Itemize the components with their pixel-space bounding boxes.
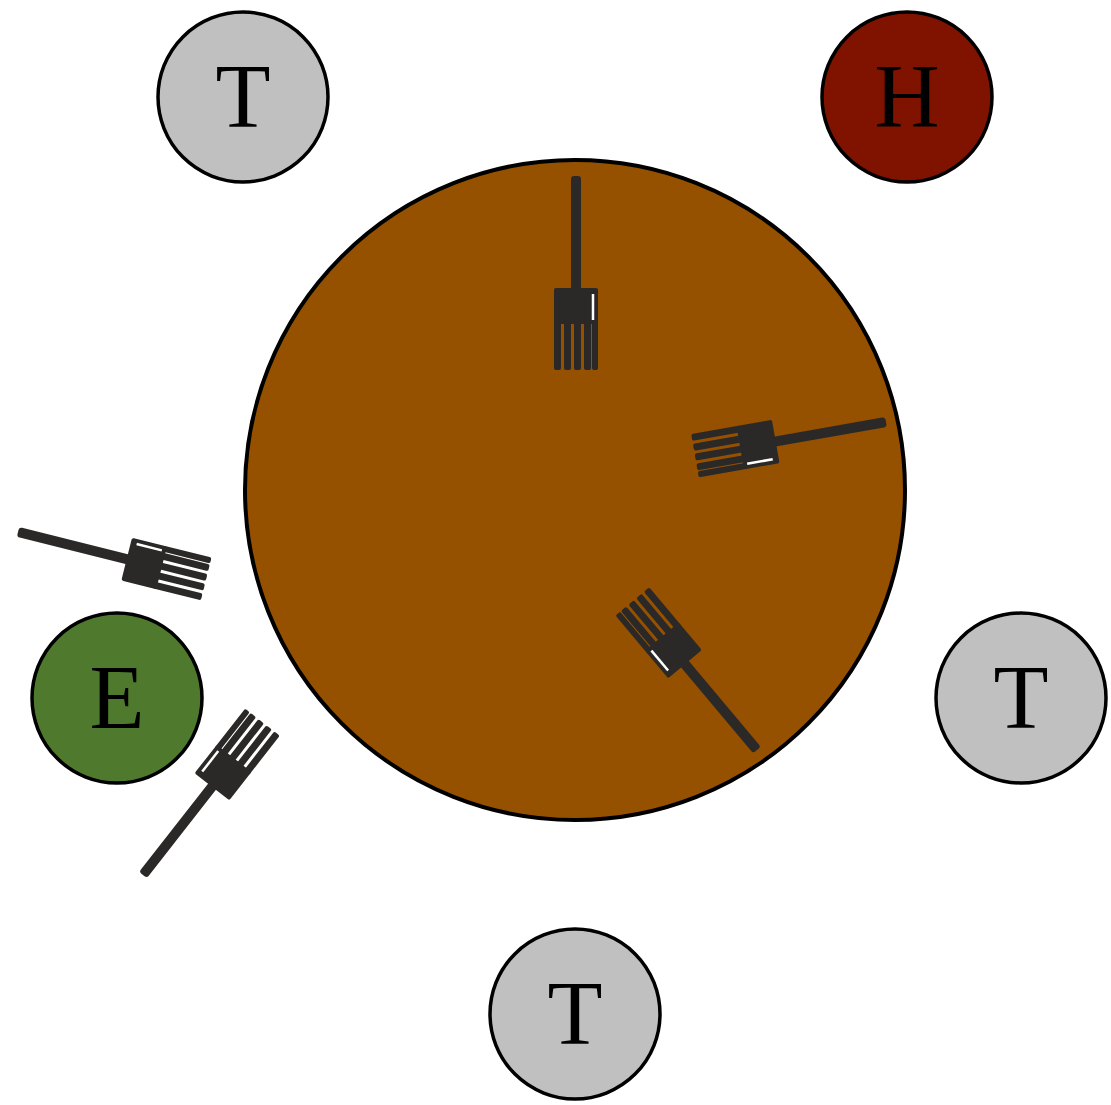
node-label: T	[156, 10, 330, 184]
thinking-philosopher: T	[488, 927, 662, 1101]
eating-philosopher: E	[30, 611, 204, 785]
node-label: E	[30, 611, 204, 785]
philosopher-circle	[158, 12, 328, 182]
hungry-philosopher: H	[820, 10, 994, 184]
node-label: T	[488, 927, 662, 1101]
philosopher-circle	[936, 613, 1106, 783]
philosopher-circle	[32, 613, 202, 783]
state-letter: T	[994, 653, 1049, 743]
table	[245, 160, 905, 820]
state-letter: T	[216, 52, 271, 142]
fork	[691, 400, 890, 477]
state-letter: H	[875, 52, 940, 142]
philosopher-circle	[822, 12, 992, 182]
fork	[615, 587, 773, 764]
thinking-philosopher: T	[934, 611, 1108, 785]
node-label: H	[820, 10, 994, 184]
state-letter: E	[90, 653, 145, 743]
philosopher-circle	[490, 929, 660, 1099]
state-letter: T	[548, 969, 603, 1059]
fork	[13, 511, 212, 601]
node-label: T	[934, 611, 1108, 785]
thinking-philosopher: T	[156, 10, 330, 184]
fork	[554, 176, 598, 370]
